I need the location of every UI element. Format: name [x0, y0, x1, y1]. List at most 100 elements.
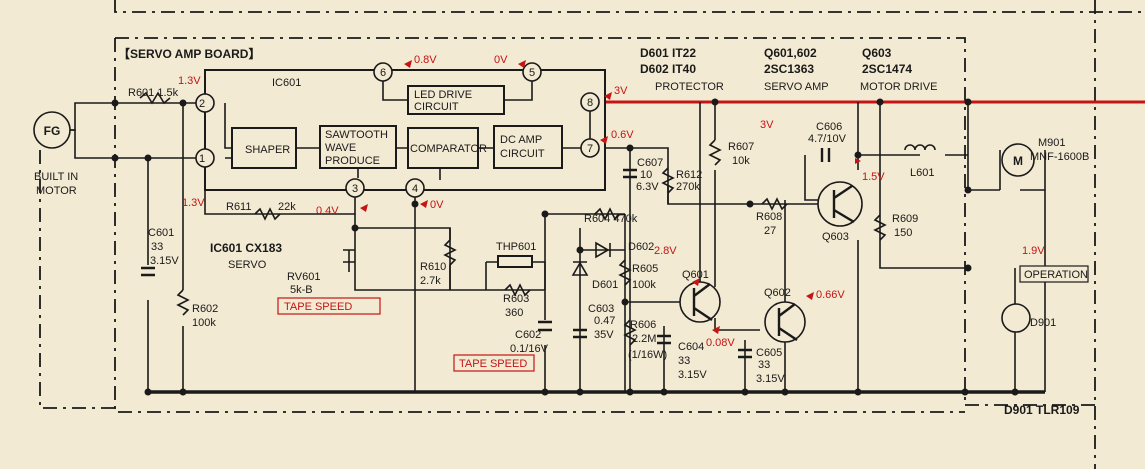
v-q601e: 0.08V: [706, 337, 735, 349]
pin-6: [373, 62, 393, 82]
q601: [679, 281, 721, 323]
text-labels: 【SERVO AMP BOARD】 IC601 IC601 CX183 SERV…: [34, 46, 1089, 417]
l601[interactable]: [904, 144, 936, 151]
v-pin7: 0.6V: [611, 129, 634, 141]
hdr-m3: MOTOR DRIVE: [860, 81, 937, 93]
q603: [817, 181, 863, 227]
pin-3: [345, 178, 365, 198]
ic-sub: SERVO: [228, 259, 267, 271]
r603: [504, 283, 531, 297]
fg-label: FG: [44, 124, 61, 138]
r602: [176, 289, 190, 316]
r611: [254, 207, 281, 221]
svg-text:TAPE SPEED: TAPE SPEED: [284, 301, 352, 313]
c603-label-3: 35V: [594, 329, 614, 341]
sawtooth-label-2: WAVE: [325, 142, 356, 154]
l601-label: L601: [910, 167, 934, 179]
r608-label-2: 27: [764, 225, 776, 237]
v-pin2: 1.3V: [178, 75, 201, 87]
pin-8-num: 8: [587, 97, 593, 109]
tag-tape-speed-1: TAPE SPEED: [277, 297, 381, 315]
q601-label: Q601: [682, 269, 709, 281]
c605: [738, 348, 752, 359]
rv601: [343, 249, 355, 272]
sawtooth-label-1: SAWTOOTH: [325, 129, 388, 141]
r610: [443, 239, 457, 275]
v-pin5: 0V: [494, 54, 508, 66]
pin-7: [580, 138, 600, 158]
transistors[interactable]: [679, 181, 863, 343]
r602-label-2: 100k: [192, 317, 216, 329]
shaper-label: SHAPER: [245, 144, 290, 156]
pin-3-num: 3: [352, 183, 358, 195]
ic-part: IC601 CX183: [210, 241, 282, 255]
r606: [623, 319, 637, 346]
pin-8: [580, 92, 600, 112]
svg-text:TAPE SPEED: TAPE SPEED: [459, 358, 527, 370]
r604-label: R604 470k: [584, 213, 638, 225]
c607-label-1: C607: [637, 157, 663, 169]
r609-label-1: R609: [892, 213, 918, 225]
r605-label-1: R605: [632, 263, 658, 275]
c604-label-1: C604: [678, 341, 704, 353]
capacitors[interactable]: [141, 148, 831, 359]
c601: [141, 266, 155, 277]
c607-label-3: 6.3V: [636, 181, 659, 193]
d602: [595, 241, 611, 259]
pin-1-num: 1: [199, 153, 205, 165]
r603-label-2: 360: [505, 307, 523, 319]
c602-label-1: C602: [515, 329, 541, 341]
v-pin1: 1.3V: [182, 197, 205, 209]
c605-label-3: 3.15V: [756, 373, 785, 385]
c607: [623, 168, 637, 179]
v-pin8: 3V: [614, 85, 628, 97]
hdr-d2: D602 IT40: [640, 62, 696, 76]
built-label-1: BUILT IN: [34, 171, 78, 183]
svg-text:OPERATION: OPERATION: [1024, 269, 1088, 281]
r601-label: R601 1.5k: [128, 87, 179, 99]
r607: [708, 139, 722, 166]
diodes[interactable]: [571, 241, 1031, 333]
pin-2-num: 2: [199, 98, 205, 110]
c604: [657, 334, 671, 345]
c602-label-2: 0.1/16V: [510, 343, 549, 355]
ic-label: IC601: [272, 77, 301, 89]
pin-1: [195, 148, 215, 168]
junctions: [111, 98, 1019, 396]
resistors[interactable]: [139, 91, 887, 346]
comparator-label: COMPARATOR: [410, 143, 487, 155]
dcamp-block: [493, 125, 563, 169]
v-pin4: 0V: [430, 199, 444, 211]
hdr-d3: PROTECTOR: [655, 81, 724, 93]
led-label-1: LED DRIVE: [414, 89, 472, 101]
v-led: 1.9V: [1022, 245, 1045, 257]
r612: [661, 167, 675, 194]
ic-pins[interactable]: [195, 62, 600, 198]
pin-2: [195, 93, 215, 113]
r608-label-1: R608: [756, 211, 782, 223]
r606-label-1: R606: [630, 319, 656, 331]
r606-label-3: (1/16W): [628, 349, 667, 361]
v-q602: 0.66V: [816, 289, 845, 301]
v-pin3: 0.4V: [316, 205, 339, 217]
r606-label-2: 2.2M: [632, 333, 656, 345]
fg-sensor[interactable]: [33, 111, 71, 149]
r605-label-2: 100k: [632, 279, 656, 291]
c605-label-1: C605: [756, 347, 782, 359]
c601-label-1: C601: [148, 227, 174, 239]
r603-label-1: R603: [503, 293, 529, 305]
c607-label-2: 10: [640, 169, 652, 181]
m901-motor[interactable]: [1001, 143, 1035, 177]
c604-label-3: 3.15V: [678, 369, 707, 381]
c602: [538, 320, 552, 332]
r609-label-2: 150: [894, 227, 912, 239]
v-q603: 1.5V: [862, 171, 885, 183]
sawtooth-block: [319, 125, 397, 169]
r610-label-2: 2.7k: [420, 275, 441, 287]
pin-7-num: 7: [587, 143, 593, 155]
hdr-m2: 2SC1474: [862, 62, 912, 76]
r611-label: R611: [226, 201, 251, 213]
d901-label: D901: [1030, 317, 1056, 329]
c601-label-2: 33: [151, 241, 163, 253]
